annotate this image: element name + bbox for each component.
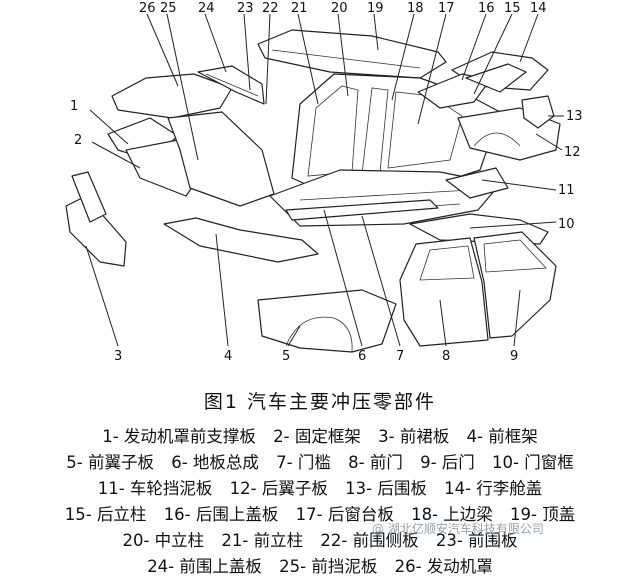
legend-item-12: 12- 后翼子板	[229, 479, 328, 498]
front-fender	[257, 289, 397, 353]
legend-item-20: 20- 中立柱	[122, 531, 205, 550]
callout-10: 10	[558, 217, 575, 232]
legend-item-23: 23- 前围板	[435, 531, 518, 550]
front-frame	[163, 217, 319, 263]
callout-20: 20	[331, 1, 348, 16]
hood	[111, 73, 233, 119]
callout-4: 4	[224, 349, 232, 364]
legend-item-24: 24- 前围上盖板	[147, 557, 262, 576]
legend-item-25: 25- 前挡泥板	[279, 557, 378, 576]
callout-25: 25	[160, 1, 177, 16]
rear-panel	[521, 95, 555, 129]
legend-item-2: 2- 固定框架	[273, 427, 361, 446]
callout-15: 15	[504, 1, 521, 16]
callout-9: 9	[510, 349, 518, 364]
front-door	[399, 237, 489, 347]
legend-item-7: 7- 门槛	[276, 453, 331, 472]
legend-item-21: 21- 前立柱	[221, 531, 304, 550]
legend-row: 20- 中立柱 21- 前立柱 22- 前围侧板 23- 前围板	[0, 528, 640, 554]
callout-13: 13	[566, 109, 583, 124]
callout-3: 3	[114, 349, 122, 364]
front-mudguard	[167, 111, 275, 207]
legend-row: 11- 车轮挡泥板 12- 后翼子板 13- 后围板 14- 行李舱盖	[0, 476, 640, 502]
legend-item-10: 10- 门窗框	[492, 453, 574, 472]
legend-item-26: 26- 发动机罩	[394, 557, 493, 576]
callout-12: 12	[564, 145, 581, 160]
callout-26: 26	[139, 1, 156, 16]
legend-item-22: 22- 前围侧板	[320, 531, 419, 550]
rear-door	[473, 231, 557, 339]
legend-item-17: 17- 后窗台板	[295, 505, 394, 524]
legend-item-4: 4- 前框架	[466, 427, 538, 446]
leader-lines	[85, 13, 564, 347]
legend-item-15: 15- 后立柱	[64, 505, 147, 524]
callout-8: 8	[442, 349, 450, 364]
legend-row: 1- 发动机罩前支撑板 2- 固定框架 3- 前裙板 4- 前框架	[0, 424, 640, 450]
callout-22: 22	[262, 1, 279, 16]
legend-item-16: 16- 后围上盖板	[163, 505, 279, 524]
legend-item-9: 9- 后门	[420, 453, 475, 472]
callout-1: 1	[70, 99, 78, 114]
rear-shelf	[417, 73, 491, 109]
watermark: @ 湖北亿顺安汽车科技有限公司	[372, 522, 544, 536]
front-skirt-bracket	[71, 171, 107, 223]
legend-row: 15- 后立柱 16- 后围上盖板 17- 后窗台板 18- 上边梁 19- 顶…	[0, 502, 640, 528]
wheel-mudguard	[445, 167, 509, 199]
callout-7: 7	[396, 349, 404, 364]
legend-row: 24- 前围上盖板 25- 前挡泥板 26- 发动机罩	[0, 554, 640, 580]
callout-21: 21	[291, 1, 308, 16]
callout-16: 16	[478, 1, 495, 16]
callout-19: 19	[367, 1, 384, 16]
callout-14: 14	[530, 1, 547, 16]
callout-18: 18	[407, 1, 424, 16]
callout-24: 24	[198, 1, 215, 16]
callout-6: 6	[358, 349, 366, 364]
legend-row: 5- 前翼子板 6- 地板总成 7- 门槛 8- 前门 9- 后门 10- 门窗…	[0, 450, 640, 476]
rocker-panel	[285, 199, 439, 221]
callout-11: 11	[558, 183, 575, 198]
legend-item-1: 1- 发动机罩前支撑板	[102, 427, 256, 446]
legend-item-18: 18- 上边梁	[411, 505, 493, 524]
callout-2: 2	[74, 133, 82, 148]
legend-item-19: 19- 顶盖	[510, 505, 576, 524]
legend-item-8: 8- 前门	[348, 453, 403, 472]
legend-item-3: 3- 前裙板	[378, 427, 450, 446]
parts-legend: 1- 发动机罩前支撑板 2- 固定框架 3- 前裙板 4- 前框架 5- 前翼子…	[0, 424, 640, 580]
callout-numbers: 26 25 24 23 22 21 20 19 18 17 16 15 14 1…	[70, 1, 583, 364]
callout-5: 5	[282, 349, 290, 364]
callout-23: 23	[237, 1, 254, 16]
rear-top-cover	[465, 63, 527, 93]
legend-item-5: 5- 前翼子板	[66, 453, 154, 472]
legend-item-14: 14- 行李舱盖	[444, 479, 543, 498]
legend-item-6: 6- 地板总成	[171, 453, 259, 472]
callout-17: 17	[438, 1, 455, 16]
legend-item-13: 13- 后围板	[345, 479, 427, 498]
roof-panel	[257, 29, 447, 79]
figure-caption: 图1 汽车主要冲压零部件	[203, 391, 437, 413]
legend-item-11: 11- 车轮挡泥板	[97, 479, 213, 498]
